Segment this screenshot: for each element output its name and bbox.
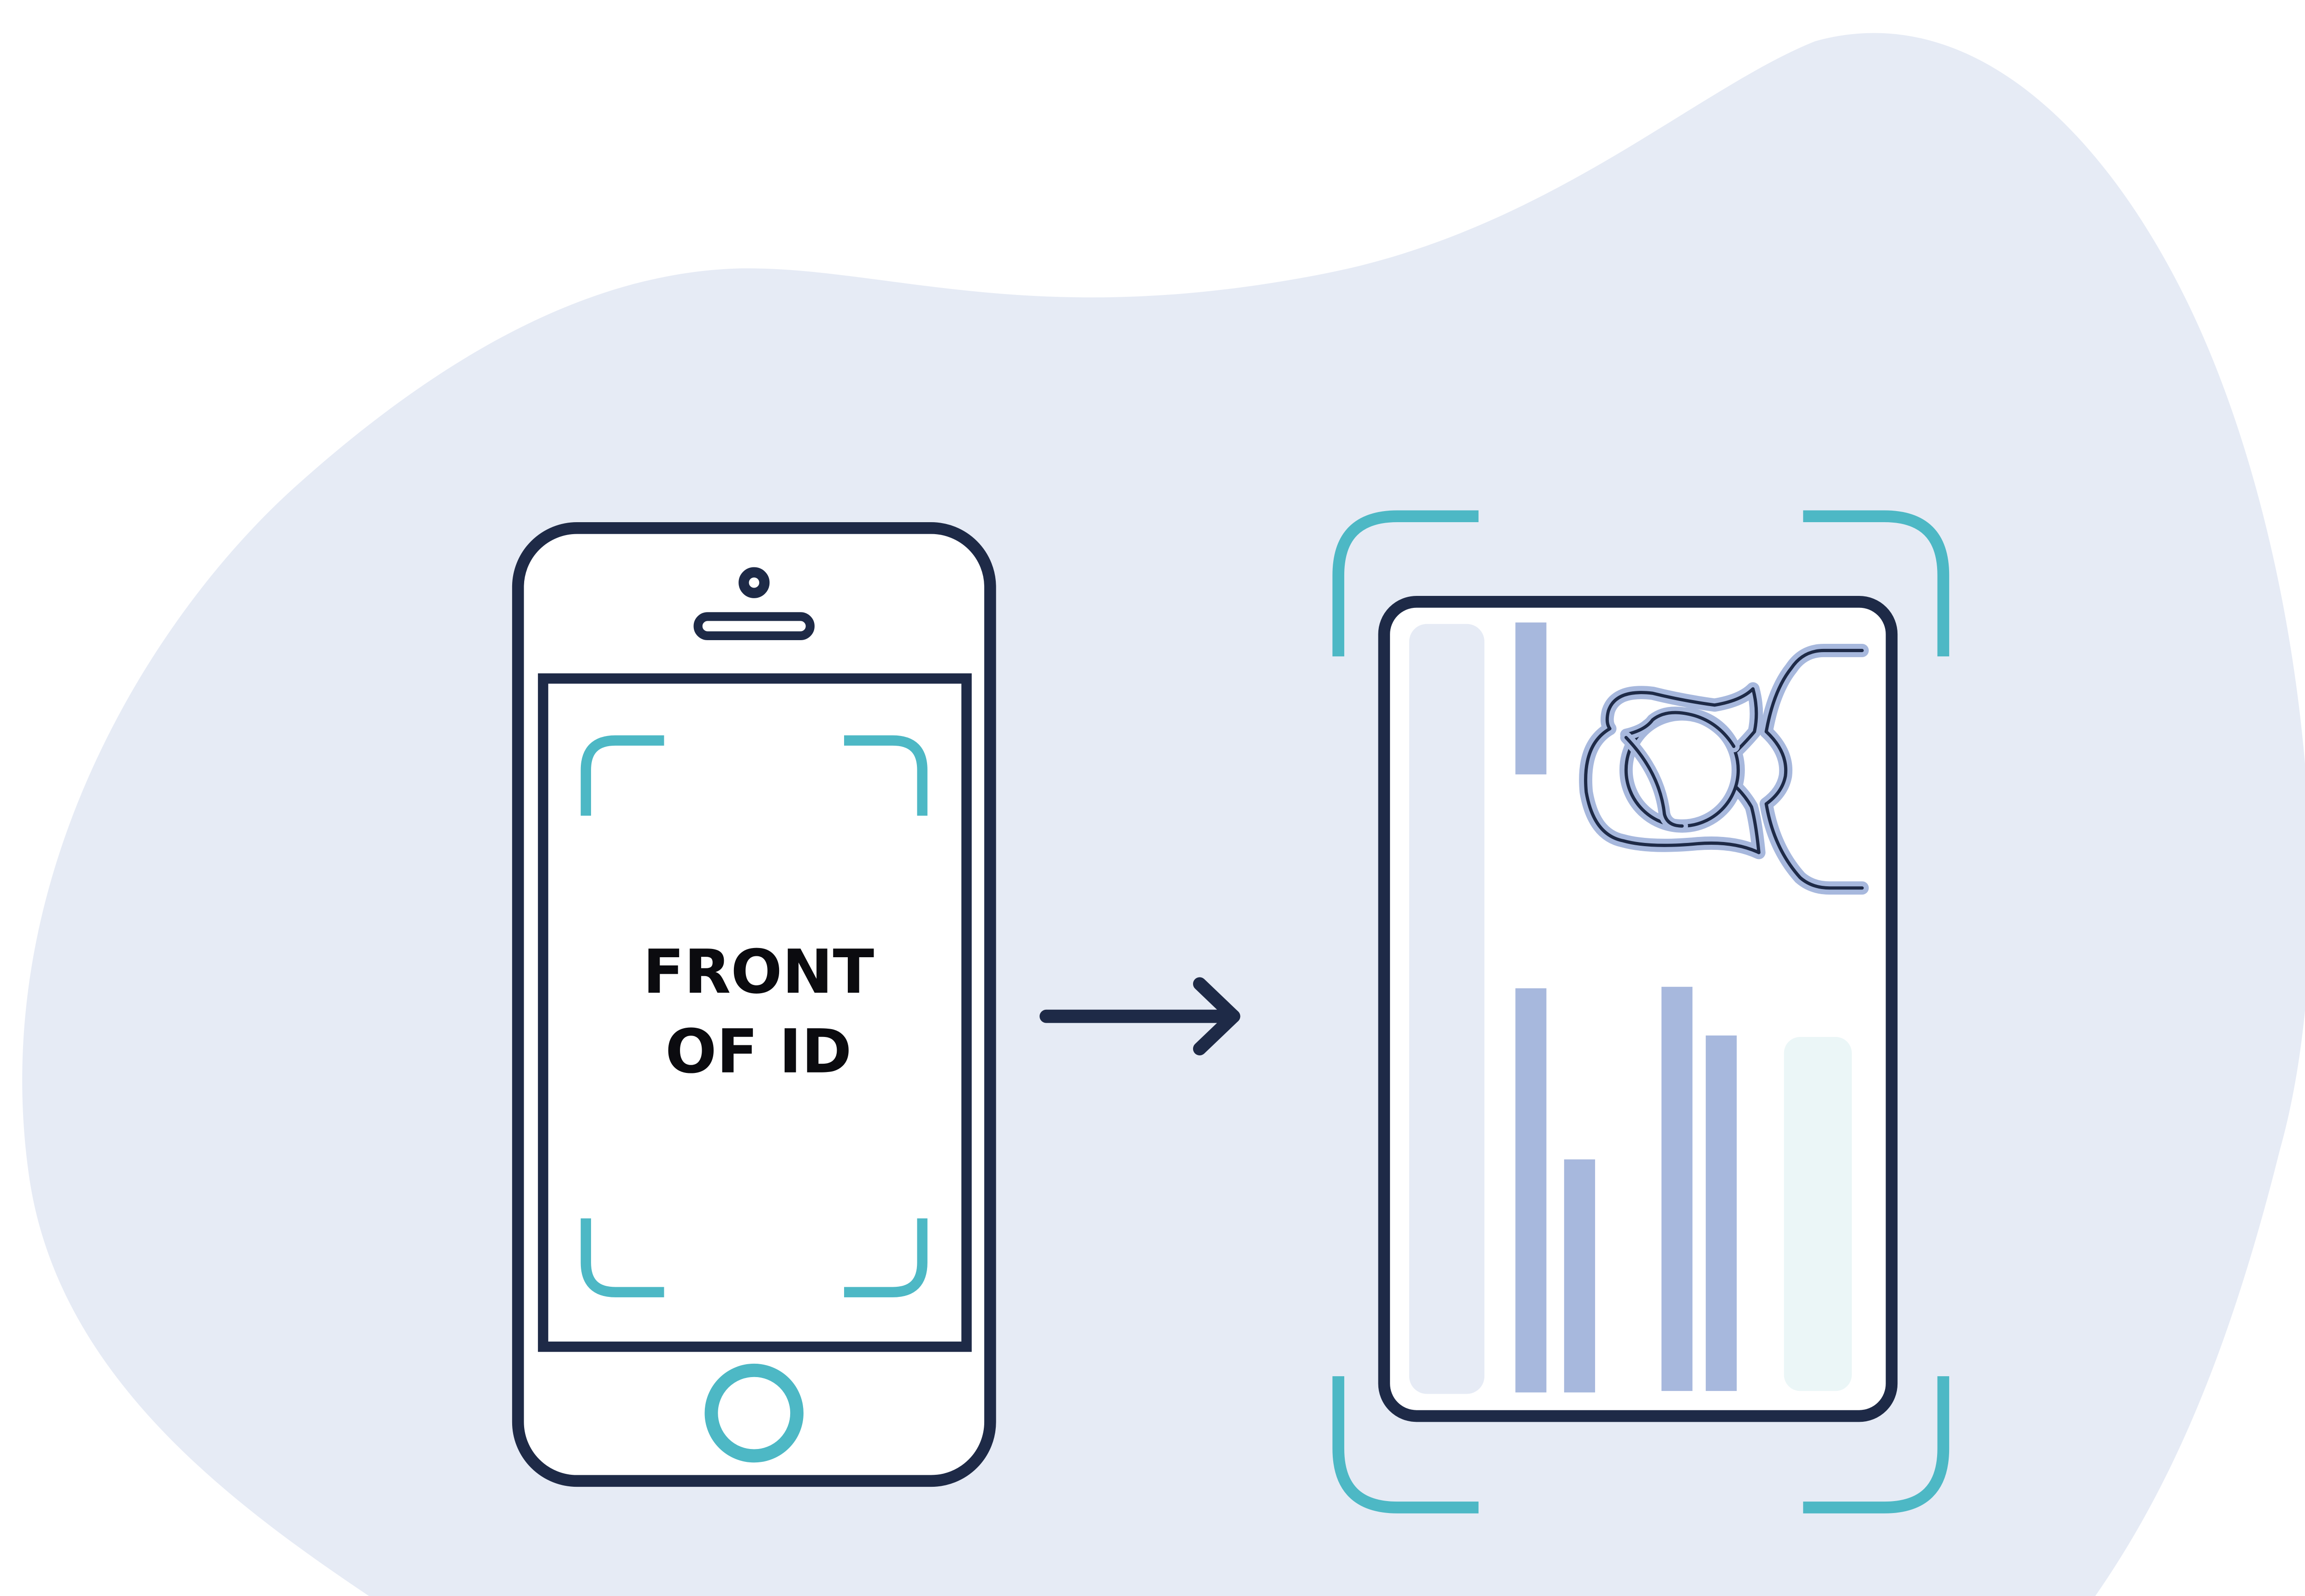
card-corner-bottom-left xyxy=(1332,1376,1479,1514)
card-bar-2 xyxy=(1564,1159,1596,1393)
card-bar-3 xyxy=(1661,987,1693,1391)
card-bar-4 xyxy=(1706,1035,1737,1391)
phone-speaker xyxy=(693,612,815,641)
scan-corner-bottom-left xyxy=(580,1218,664,1297)
phone-screen xyxy=(538,673,972,1352)
card-scan-frame xyxy=(1332,510,1950,1514)
portrait-icon xyxy=(1579,644,1869,895)
phone-camera xyxy=(739,567,770,598)
arrow-right-icon xyxy=(1040,977,1241,1055)
label-line-1: FRONT xyxy=(643,936,875,1007)
background-blob xyxy=(22,33,2305,1596)
card-side-strip xyxy=(1409,624,1485,1394)
card-bar-top xyxy=(1515,622,1547,775)
phone-scan-frame xyxy=(580,735,928,1297)
smartphone-icon: FRONT OF ID xyxy=(512,522,996,1487)
scan-corner-bottom-right xyxy=(844,1218,928,1297)
card-mint-strip xyxy=(1784,1037,1852,1391)
id-card-icon xyxy=(1332,510,1950,1514)
card-bar-1 xyxy=(1515,988,1547,1393)
card-corner-top-left xyxy=(1332,510,1479,657)
label-line-2: OF ID xyxy=(665,1016,852,1087)
scan-corner-top-left xyxy=(580,735,664,816)
card-corner-bottom-right xyxy=(1803,1376,1950,1514)
phone-home-button xyxy=(704,1363,804,1463)
scan-corner-top-right xyxy=(844,735,928,816)
card-corner-top-right xyxy=(1803,510,1950,657)
